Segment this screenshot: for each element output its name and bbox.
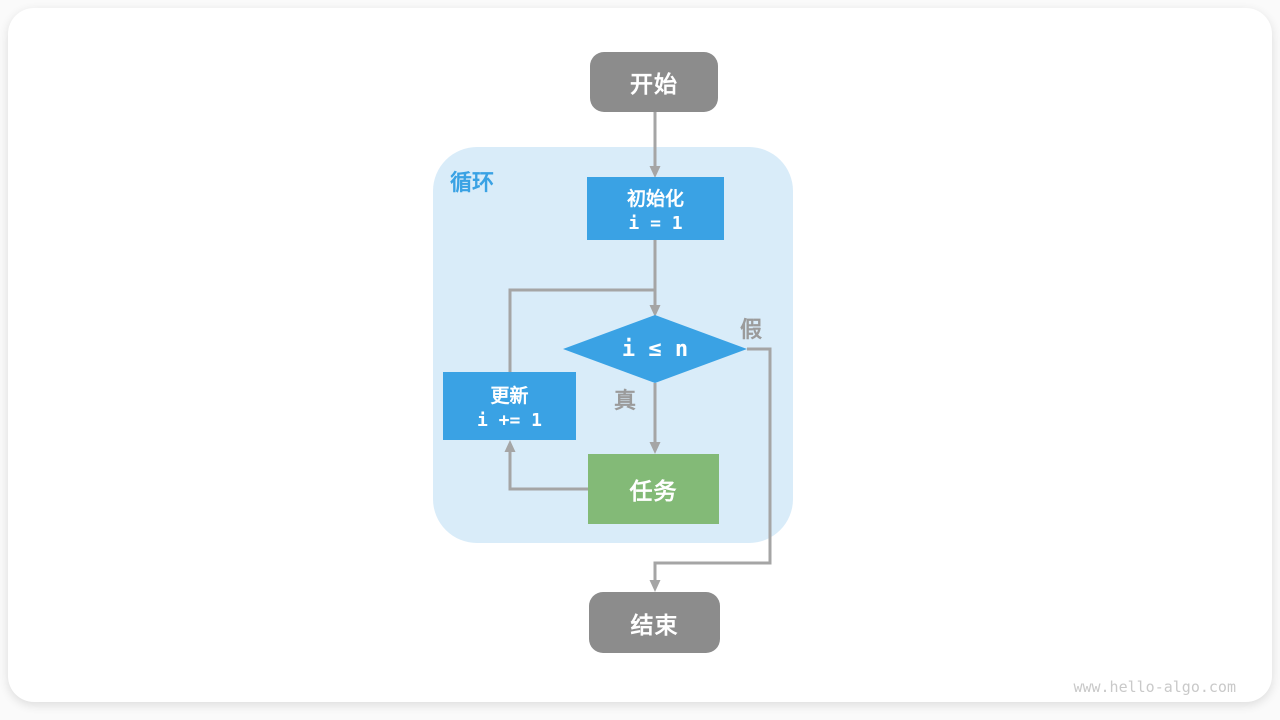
end-node: 结束	[589, 592, 720, 653]
init-node-code: i = 1	[628, 212, 683, 234]
branch-false-label: 假	[740, 317, 763, 342]
end-node-label: 结束	[630, 611, 679, 638]
init-node-title: 初始化	[626, 188, 684, 210]
arrow-update-feedback	[508, 288, 655, 372]
arrowhead-into-init	[649, 166, 661, 178]
start-node-label: 开始	[630, 71, 678, 97]
start-node: 开始	[590, 52, 718, 112]
arrowhead-into-condition	[649, 305, 661, 317]
branch-true-label: 真	[614, 388, 637, 413]
arrowhead-into-end	[649, 580, 661, 592]
update-node-title: 更新	[490, 386, 529, 407]
arrow-task-to-update	[508, 451, 588, 491]
condition-code: i ≤ n	[621, 336, 689, 362]
update-node-code: i += 1	[476, 410, 543, 431]
loop-region-label: 循环	[450, 170, 495, 195]
arrowhead-into-update	[504, 440, 516, 452]
condition-diamond	[563, 315, 747, 383]
site-watermark: www.hello-algo.com	[1073, 678, 1236, 696]
init-node: 初始化 i = 1	[587, 177, 724, 240]
arrow-condition-false-to-end	[653, 347, 772, 581]
task-node: 任务	[588, 454, 719, 524]
task-node-label: 任务	[629, 478, 678, 504]
arrowhead-into-task	[649, 442, 661, 454]
update-node: 更新 i += 1	[443, 372, 576, 440]
